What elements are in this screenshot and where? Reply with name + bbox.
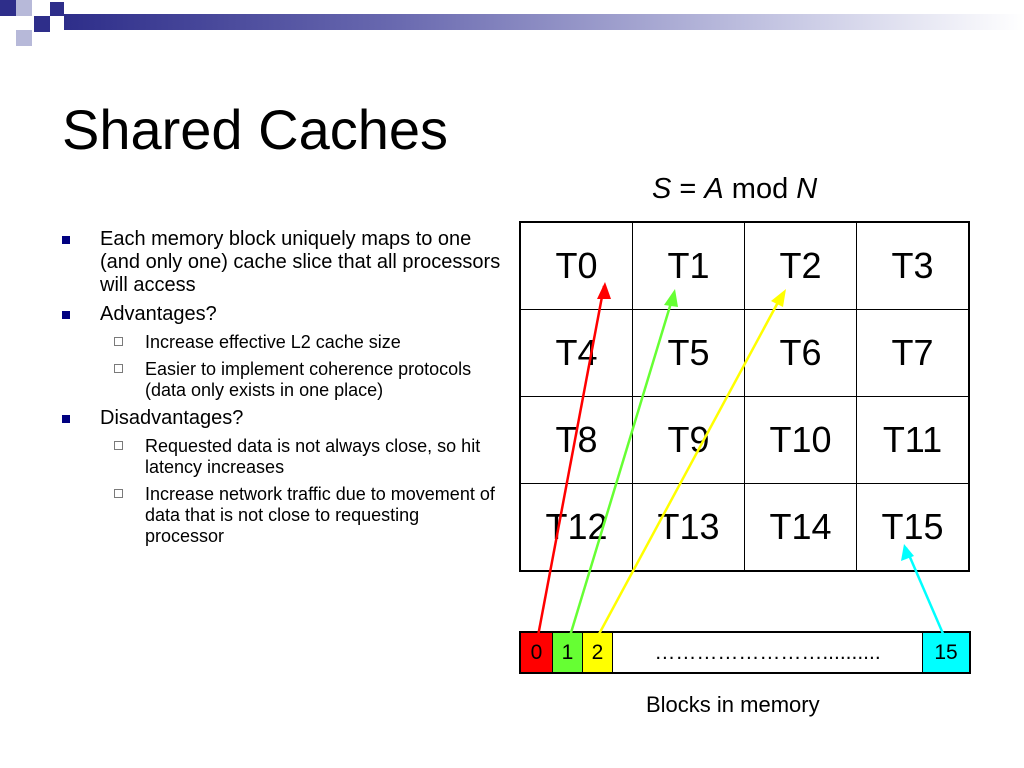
formula-a: A [704,173,724,205]
hollow-square-bullet-icon [114,441,123,450]
sub-bullet-coherence: Easier to implement coherence protocols … [62,359,502,401]
tile-cell: T1 [632,221,745,310]
sub-bullet-network-traffic: Increase network traffic due to movement… [62,484,502,547]
top-gradient-bar [64,14,1024,30]
tile-cell: T10 [744,396,857,484]
tile-cell: T2 [744,221,857,310]
memory-block-strip: 0 1 2 …………………….......... 15 [519,631,971,674]
memory-block-15: 15 [923,633,969,672]
sub-bullet-text: Requested data is not always close, so h… [145,436,481,477]
sub-bullet-latency: Requested data is not always close, so h… [62,436,502,478]
bullet-disadvantages: Disadvantages? [62,407,502,430]
bullet-advantages: Advantages? [62,303,502,326]
tile-cell: T11 [856,396,970,484]
tile-row: T0 T1 T2 T3 [519,221,970,310]
corner-square-navy-1 [0,0,16,16]
sub-bullet-text: Easier to implement coherence protocols … [145,359,472,400]
formula-n: N [796,173,818,205]
memory-block-ellipsis: …………………….......... [613,633,923,672]
tile-row: T4 T5 T6 T7 [519,309,970,397]
corner-square-light-2 [16,30,32,46]
bullet-text: Disadvantages? [100,407,244,429]
tile-row: T8 T9 T10 T11 [519,396,970,484]
mapping-formula: S = A mod N [652,172,817,206]
corner-square-navy-3 [50,2,64,16]
bullet-mapping: Each memory block uniquely maps to one (… [62,228,502,297]
slide-title: Shared Caches [62,98,449,161]
tile-cell: T13 [632,483,745,572]
memory-caption: Blocks in memory [646,692,820,717]
sub-bullet-text: Increase network traffic due to movement… [145,484,495,546]
corner-square-light-1 [16,0,32,16]
tile-cell: T4 [519,309,633,397]
bullet-text: Advantages? [100,303,217,325]
square-bullet-icon [62,311,70,319]
square-bullet-icon [62,415,70,423]
formula-eq: = [671,173,705,205]
bullet-list: Each memory block uniquely maps to one (… [62,228,502,553]
sub-bullet-text: Increase effective L2 cache size [145,332,401,352]
tile-cell: T7 [856,309,970,397]
formula-mod: mod [723,173,797,205]
tile-cell: T0 [519,221,633,310]
tile-row: T12 T13 T14 T15 [519,483,970,572]
hollow-square-bullet-icon [114,364,123,373]
tile-cell: T6 [744,309,857,397]
memory-block-1: 1 [553,633,583,672]
square-bullet-icon [62,236,70,244]
sub-bullet-l2-size: Increase effective L2 cache size [62,332,502,353]
tile-cell: T12 [519,483,633,572]
tile-grid: T0 T1 T2 T3 T4 T5 T6 T7 T8 T9 T10 T11 T1… [519,221,970,572]
memory-block-2: 2 [583,633,613,672]
tile-cell: T8 [519,396,633,484]
formula-s: S [652,173,672,205]
bullet-text: Each memory block uniquely maps to one (… [100,228,501,296]
tile-cell: T15 [856,483,970,572]
tile-cell: T14 [744,483,857,572]
tile-cell: T5 [632,309,745,397]
corner-square-navy-2 [34,16,50,32]
tile-cell: T3 [856,221,970,310]
hollow-square-bullet-icon [114,337,123,346]
tile-cell: T9 [632,396,745,484]
hollow-square-bullet-icon [114,489,123,498]
memory-block-0: 0 [521,633,553,672]
